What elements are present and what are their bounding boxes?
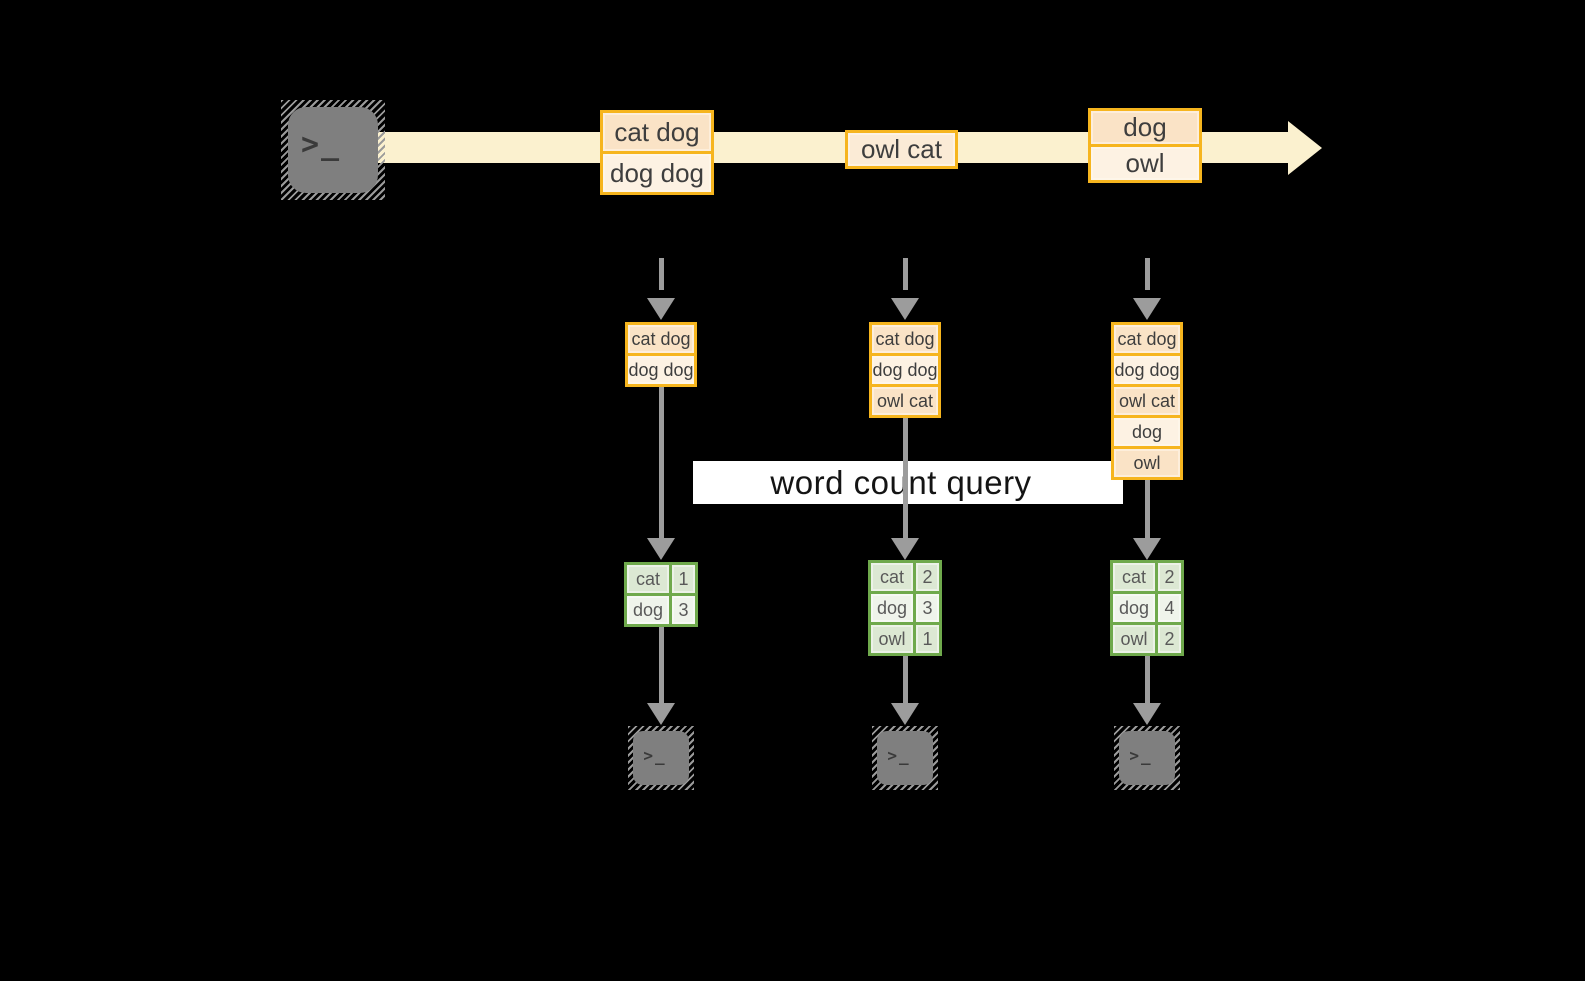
arrow-down-icon	[1133, 538, 1161, 560]
word-cell: owl	[1113, 625, 1155, 653]
word-cell: cat	[871, 563, 913, 591]
terminal-prompt-icon: >_	[300, 126, 342, 162]
stream-record: dog dog	[603, 154, 711, 192]
dashed-connector	[659, 258, 664, 290]
output-terminal-icon: >_	[628, 726, 694, 790]
arrow-down-icon	[1133, 298, 1161, 320]
stream-record-box-3: dog owl	[1088, 108, 1202, 183]
input-table-3: cat dog dog dog owl cat dog owl	[1111, 322, 1183, 480]
arrow-down-icon	[647, 538, 675, 560]
word-cell: cat	[627, 565, 669, 593]
arrow-down-icon	[647, 298, 675, 320]
input-table-2: cat dog dog dog owl cat	[869, 322, 941, 418]
count-cell: 4	[1158, 594, 1181, 622]
stream-record: cat dog	[603, 113, 711, 151]
word-count-table-1: cat 1 dog 3	[624, 562, 698, 627]
word-count-table-3: cat 2 dog 4 owl 2	[1110, 560, 1184, 656]
count-cell: 1	[672, 565, 695, 593]
arrow-down-icon	[891, 538, 919, 560]
count-cell: 2	[1158, 625, 1181, 653]
input-row: dog dog	[872, 356, 938, 384]
output-terminal-icon: >_	[872, 726, 938, 790]
input-row: dog dog	[1114, 356, 1180, 384]
terminal-prompt-icon: >_	[887, 745, 911, 765]
word-cell: dog	[1113, 594, 1155, 622]
stream-record: owl	[1091, 147, 1199, 180]
query-label: word count query	[693, 461, 1123, 504]
word-cell: cat	[1113, 563, 1155, 591]
stream-arrow-head-icon	[1288, 121, 1322, 175]
terminal-body: >_	[288, 107, 378, 193]
source-terminal-icon: >_	[281, 100, 385, 200]
stream-record-box-2: owl cat	[845, 130, 958, 169]
connector	[659, 387, 664, 538]
terminal-prompt-icon: >_	[1129, 745, 1153, 765]
terminal-body: >_	[877, 731, 933, 785]
input-row: dog dog	[628, 356, 694, 384]
arrow-down-icon	[891, 298, 919, 320]
connector	[903, 418, 908, 538]
connector	[659, 627, 664, 703]
arrow-down-icon	[647, 703, 675, 725]
count-cell: 1	[916, 625, 939, 653]
count-cell: 3	[916, 594, 939, 622]
arrow-down-icon	[1133, 703, 1161, 725]
input-row: cat dog	[872, 325, 938, 353]
word-count-table-2: cat 2 dog 3 owl 1	[868, 560, 942, 656]
terminal-body: >_	[633, 731, 689, 785]
count-cell: 2	[916, 563, 939, 591]
arrow-down-icon	[891, 703, 919, 725]
stream-record: owl cat	[848, 133, 955, 166]
input-table-1: cat dog dog dog	[625, 322, 697, 387]
input-row: owl	[1114, 449, 1180, 477]
input-row: cat dog	[1114, 325, 1180, 353]
input-row: cat dog	[628, 325, 694, 353]
output-terminal-icon: >_	[1114, 726, 1180, 790]
input-row: owl cat	[872, 387, 938, 415]
dashed-connector	[903, 258, 908, 290]
terminal-prompt-icon: >_	[643, 745, 667, 765]
connector	[903, 656, 908, 703]
dashed-connector	[1145, 258, 1150, 290]
word-cell: dog	[627, 596, 669, 624]
connector	[1145, 480, 1150, 538]
stream-record: dog	[1091, 111, 1199, 144]
count-cell: 2	[1158, 563, 1181, 591]
count-cell: 3	[672, 596, 695, 624]
input-row: owl cat	[1114, 387, 1180, 415]
terminal-body: >_	[1119, 731, 1175, 785]
word-cell: owl	[871, 625, 913, 653]
input-row: dog	[1114, 418, 1180, 446]
connector	[1145, 656, 1150, 703]
word-cell: dog	[871, 594, 913, 622]
stream-record-box-1: cat dog dog dog	[600, 110, 714, 195]
